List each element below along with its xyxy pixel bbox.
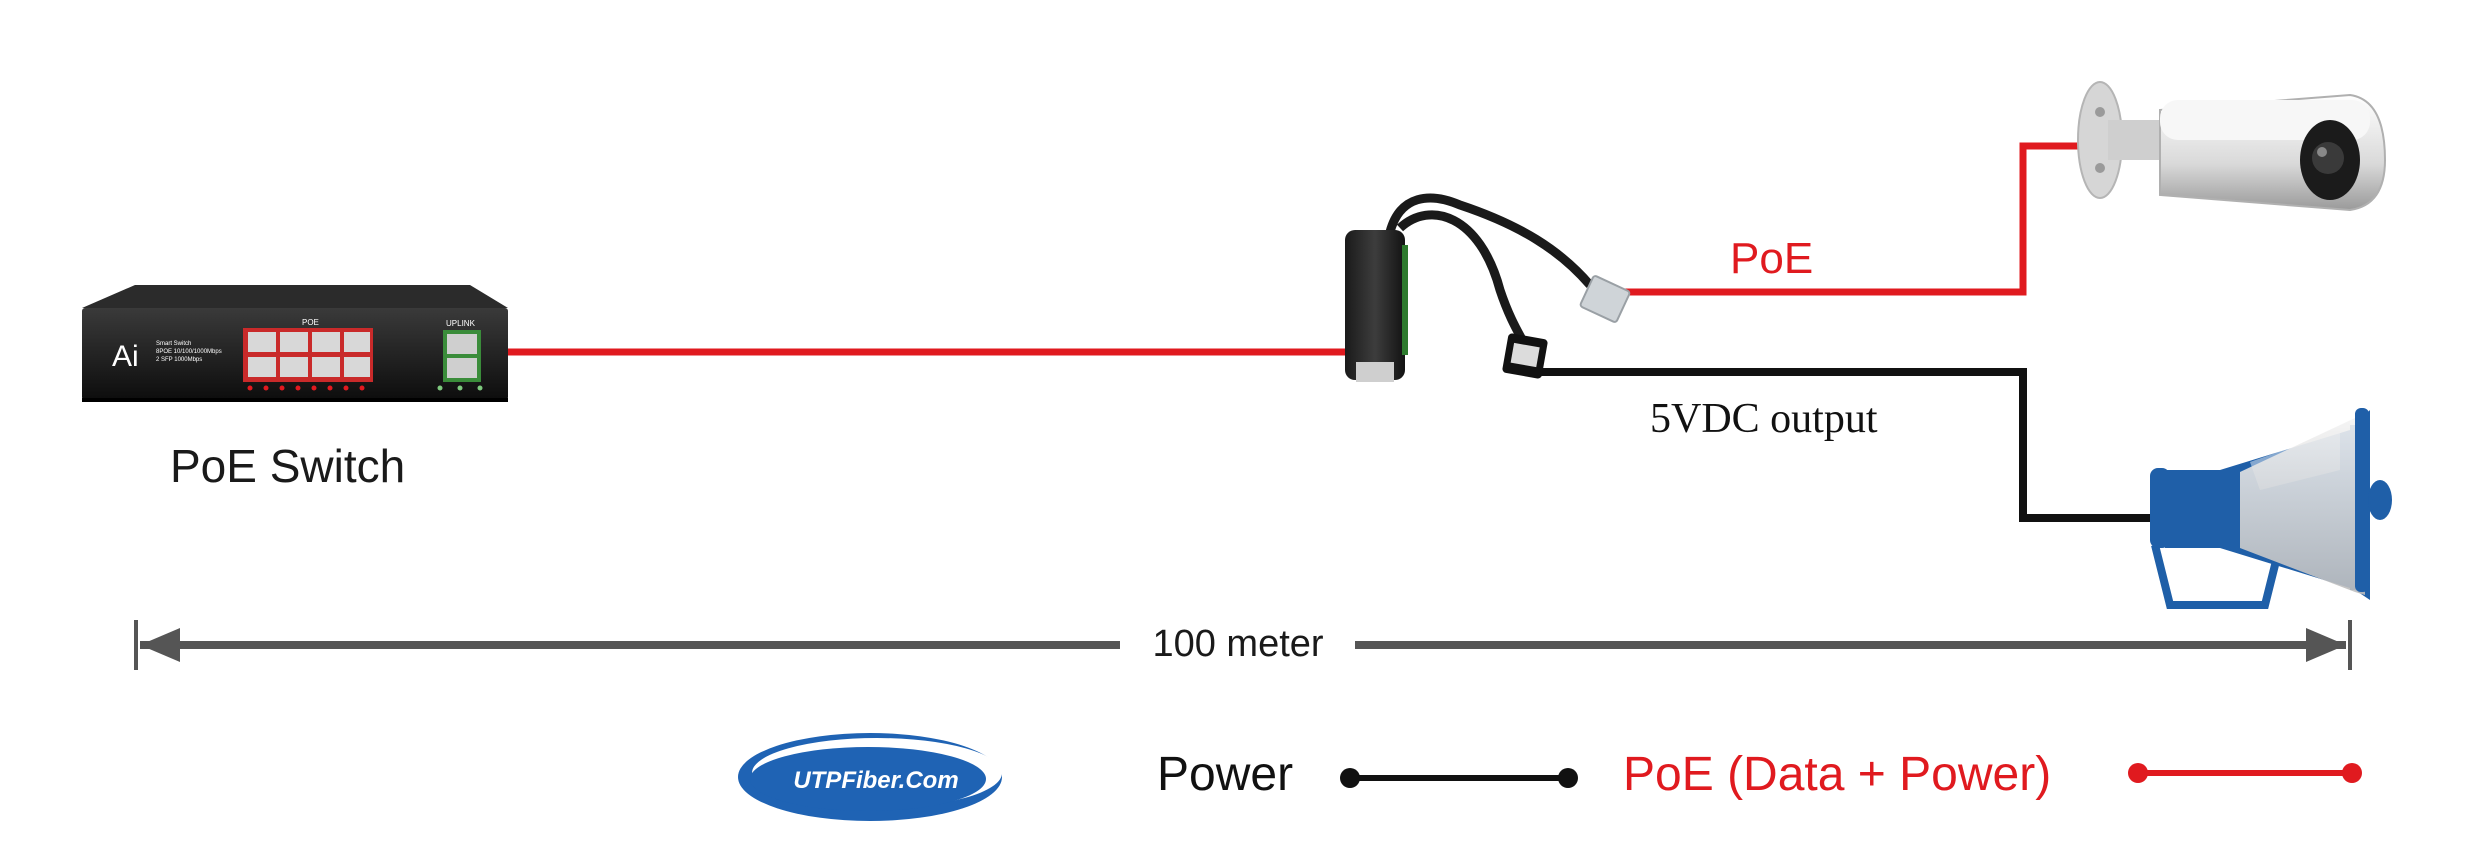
poe-switch: Ai Smart Switch 8POE 10/100/1000Mbps 2 S… [82, 285, 508, 402]
distance-dimension [134, 620, 2352, 670]
logo-text: UTPFiber.Com [793, 767, 958, 794]
legend-power-label: Power [1157, 748, 1293, 801]
switch-spec-line1: Smart Switch [156, 341, 191, 347]
dc-output-label: 5VDC output [1650, 396, 1878, 442]
switch-brand: Ai [112, 340, 139, 373]
distance-label: 100 meter [1152, 623, 1323, 665]
poe-link-label: PoE [1730, 234, 1813, 283]
legend-poe-label: PoE (Data + Power) [1623, 748, 2051, 801]
legend: Power PoE (Data + Power) [1157, 748, 2362, 801]
switch-spec-line2: 8POE 10/100/1000Mbps [156, 349, 222, 355]
switch-uplink-header: UPLINK [446, 319, 476, 328]
horn-speaker [2150, 408, 2392, 609]
switch-spec-line3: 2 SFP 1000Mbps [156, 357, 202, 363]
power-cable-to-speaker [1535, 368, 2150, 522]
switch-poe-header: POE [302, 318, 319, 327]
switch-caption: PoE Switch [170, 440, 405, 492]
poe-splitter [1345, 193, 1631, 382]
poe-cable-to-camera [1610, 142, 2080, 296]
utpfiber-logo: UTPFiber.Com [738, 733, 1002, 821]
bullet-camera [2077, 81, 2387, 212]
switch-rj45-ports [248, 332, 370, 377]
